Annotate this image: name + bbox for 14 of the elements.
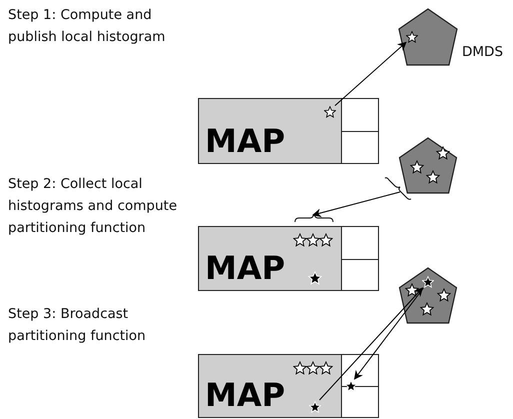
arrow [334,42,407,106]
arrow [319,287,424,400]
map-panel [198,98,379,164]
arrow [354,288,424,380]
panel-title: MAP [205,125,286,157]
step-description: Step 1: Compute and publish local histogram [8,6,166,47]
map-panel [198,354,379,418]
map-panel [198,226,379,291]
arrow [312,192,400,218]
step-description: Step 2: Collect local histograms and compute partitioning function [8,175,178,238]
panel-title: MAP [205,252,286,284]
node-caption: DMDS [462,44,504,60]
step-description: Step 3: Broadcast partitioning function [8,305,147,346]
panel-title: MAP [205,379,286,411]
